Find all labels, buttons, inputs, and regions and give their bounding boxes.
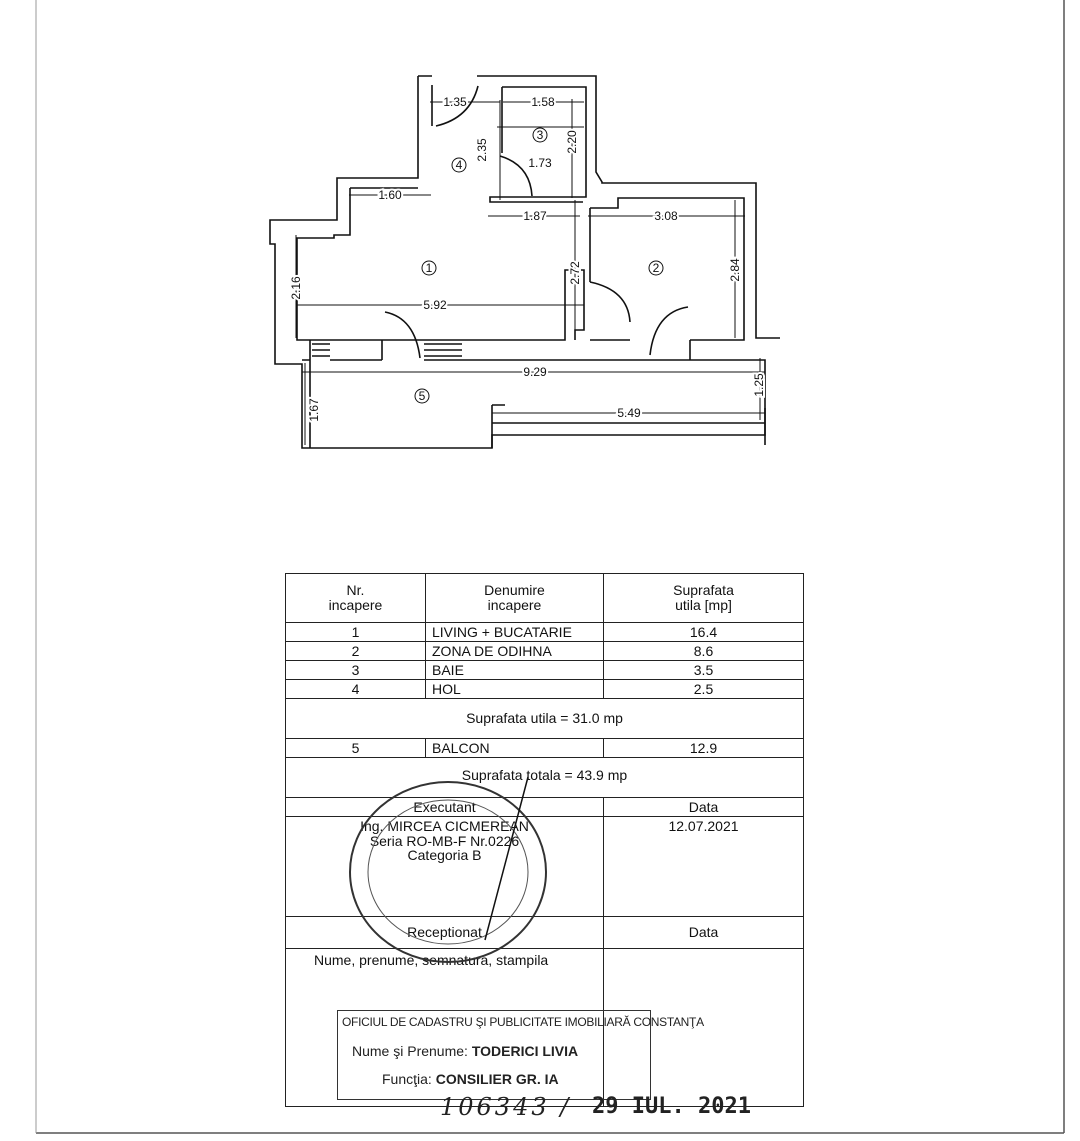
door-balcony-1 (384, 311, 421, 359)
row-area: 16.4 (603, 622, 804, 642)
ocpi-function-label: Funcţia: (382, 1071, 432, 1087)
room-number-5: 5 (419, 389, 426, 403)
header-denumire-2: incapere (487, 597, 542, 613)
dim-1-67: 1.67 (307, 398, 321, 422)
executant-name: Ing. MIRCEA CICMEREAN (360, 818, 529, 834)
row-name: ZONA DE ODIHNA (425, 641, 604, 661)
row-nr: 1 (285, 622, 426, 642)
executant-serie: Seria RO-MB-F Nr.0226 (369, 832, 520, 849)
row-nr: 3 (285, 660, 426, 680)
row-area: 2.5 (603, 679, 804, 699)
row-name: HOL (425, 679, 604, 699)
door-entry (435, 85, 479, 127)
useful-area-total: Suprafata utila = 31.0 mp (285, 698, 804, 739)
header-suprafata-2: utila [mp] (675, 597, 732, 613)
executant-category: Categoria B (407, 847, 482, 864)
row-nr: 4 (285, 679, 426, 699)
table-row: 3 BAIE 3.5 (285, 660, 804, 680)
row-area: 12.9 (603, 738, 804, 758)
dim-5-92: 5.92 (423, 298, 447, 312)
table-row: 1 LIVING + BUCATARIE 16.4 (285, 622, 804, 642)
dim-2-84: 2.84 (728, 258, 742, 282)
dim-1-73: 1.73 (528, 156, 552, 170)
dim-1-35: 1.35 (443, 95, 467, 109)
row-name: BALCON (425, 738, 604, 758)
ocpi-stamp: OFICIUL DE CADASTRU ŞI PUBLICITATE IMOBI… (337, 1010, 704, 1100)
header-denumire: Denumire (484, 582, 545, 599)
ocpi-name-label: Nume şi Prenume: (352, 1043, 468, 1059)
room-number-2: 2 (653, 261, 660, 275)
dim-2-16: 2.16 (289, 276, 303, 300)
ocpi-name: TODERICI LIVIA (471, 1043, 579, 1059)
dim-2-72: 2.72 (568, 261, 582, 285)
door-bath (499, 155, 533, 197)
outer-wall (269, 75, 780, 449)
row-area: 8.6 (603, 641, 804, 661)
executant-date: 12.07.2021 (603, 816, 804, 917)
dim-5-49: 5.49 (617, 406, 641, 420)
room-number-3: 3 (537, 128, 544, 142)
row-name: LIVING + BUCATARIE (425, 622, 604, 642)
grand-area-total: Suprafata totala = 43.9 mp (285, 757, 804, 798)
executant-label: Executant (285, 797, 604, 817)
header-nr: Nr. (346, 582, 365, 599)
room-markers (414, 127, 664, 404)
registration-number: 106343 / (440, 1093, 572, 1121)
balcony-walls (302, 340, 766, 448)
ocpi-function: CONSILIER GR. IA (435, 1071, 559, 1087)
dim-1-58: 1.58 (531, 95, 555, 109)
dim-9-29: 9.29 (523, 365, 547, 379)
table-row: 4 HOL 2.5 (285, 679, 804, 699)
receptionat-date-label: Data (603, 916, 804, 949)
dim-1-60: 1.60 (378, 188, 402, 202)
dim-1-25: 1.25 (752, 373, 766, 397)
dimension-lines (295, 99, 765, 445)
door-balcony-2 (649, 306, 689, 356)
row-name: BAIE (425, 660, 604, 680)
steps (312, 343, 462, 357)
executant-date-label: Data (603, 797, 804, 817)
dim-1-87: 1.87 (523, 209, 547, 223)
ocpi-office: OFICIUL DE CADASTRU ŞI PUBLICITATE IMOBI… (342, 1015, 704, 1029)
dim-2-20: 2.20 (565, 130, 579, 154)
table-row-balcony: 5 BALCON 12.9 (285, 738, 804, 758)
room-number-1: 1 (426, 261, 433, 275)
header-nr-2: incapere (328, 597, 383, 613)
dim-3-08: 3.08 (654, 209, 678, 223)
row-nr: 5 (285, 738, 426, 758)
registration-date: 29 IUL. 2021 (592, 1094, 751, 1119)
dim-2-35: 2.35 (475, 138, 489, 162)
row-area: 3.5 (603, 660, 804, 680)
header-suprafata: Suprafata (673, 582, 734, 599)
inner-walls (296, 85, 745, 341)
door-room2 (589, 281, 631, 323)
row-nr: 2 (285, 641, 426, 661)
receptionat-label: Receptionat (285, 916, 604, 949)
room-number-4: 4 (456, 158, 463, 172)
table-row: 2 ZONA DE ODIHNA 8.6 (285, 641, 804, 661)
